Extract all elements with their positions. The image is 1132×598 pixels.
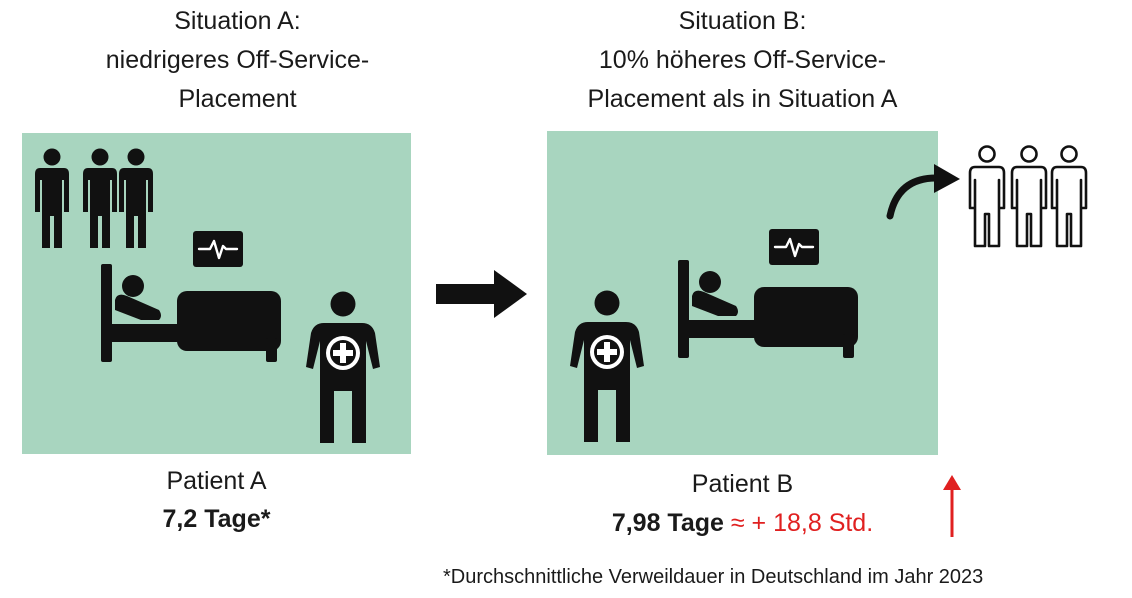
arrow-right-icon — [436, 270, 527, 318]
staff-outline-group-icon — [968, 145, 1088, 248]
up-arrow-icon — [943, 475, 961, 537]
situation-a-title-line-2: niedrigeres Off-Service- — [105, 46, 370, 74]
patient-b-length-of-stay: 7,98 Tage — [611, 509, 724, 537]
hospital-bed-patient-icon — [101, 264, 281, 362]
footnote: *Durchschnittliche Verweildauer in Deuts… — [443, 566, 984, 588]
doctor-icon — [306, 291, 380, 443]
situation-b-heading: Situation B: 10% höheres Off-Service- Pl… — [515, 2, 970, 119]
patient-b-difference: ≈ + 18,8 Std. — [730, 509, 874, 537]
patient-a-label: Patient A — [166, 467, 267, 495]
hospital-bed-patient-icon — [678, 260, 858, 358]
situation-b-title-line-3: Placement als in Situation A — [587, 85, 898, 113]
curved-arrow-icon — [886, 164, 960, 220]
situation-a-title-line-3: Placement — [178, 85, 297, 113]
situation-b-title-line-1: Situation B: — [678, 7, 807, 35]
patient-a-length-of-stay: 7,2 Tage* — [162, 505, 271, 533]
situation-b-title-line-2: 10% höheres Off-Service- — [598, 46, 887, 74]
patient-b-stay-line: 7,98 Tage ≈ + 18,8 Std. — [547, 505, 938, 541]
situation-a-heading: Situation A: niedrigeres Off-Service- Pl… — [20, 2, 455, 119]
staff-group-icon — [35, 148, 153, 248]
situation-b-panel — [547, 131, 938, 455]
situation-a-panel — [22, 133, 411, 454]
doctor-icon — [570, 290, 644, 442]
situation-a-title-line-1: Situation A: — [174, 7, 301, 35]
patient-b-label: Patient B — [691, 470, 794, 498]
